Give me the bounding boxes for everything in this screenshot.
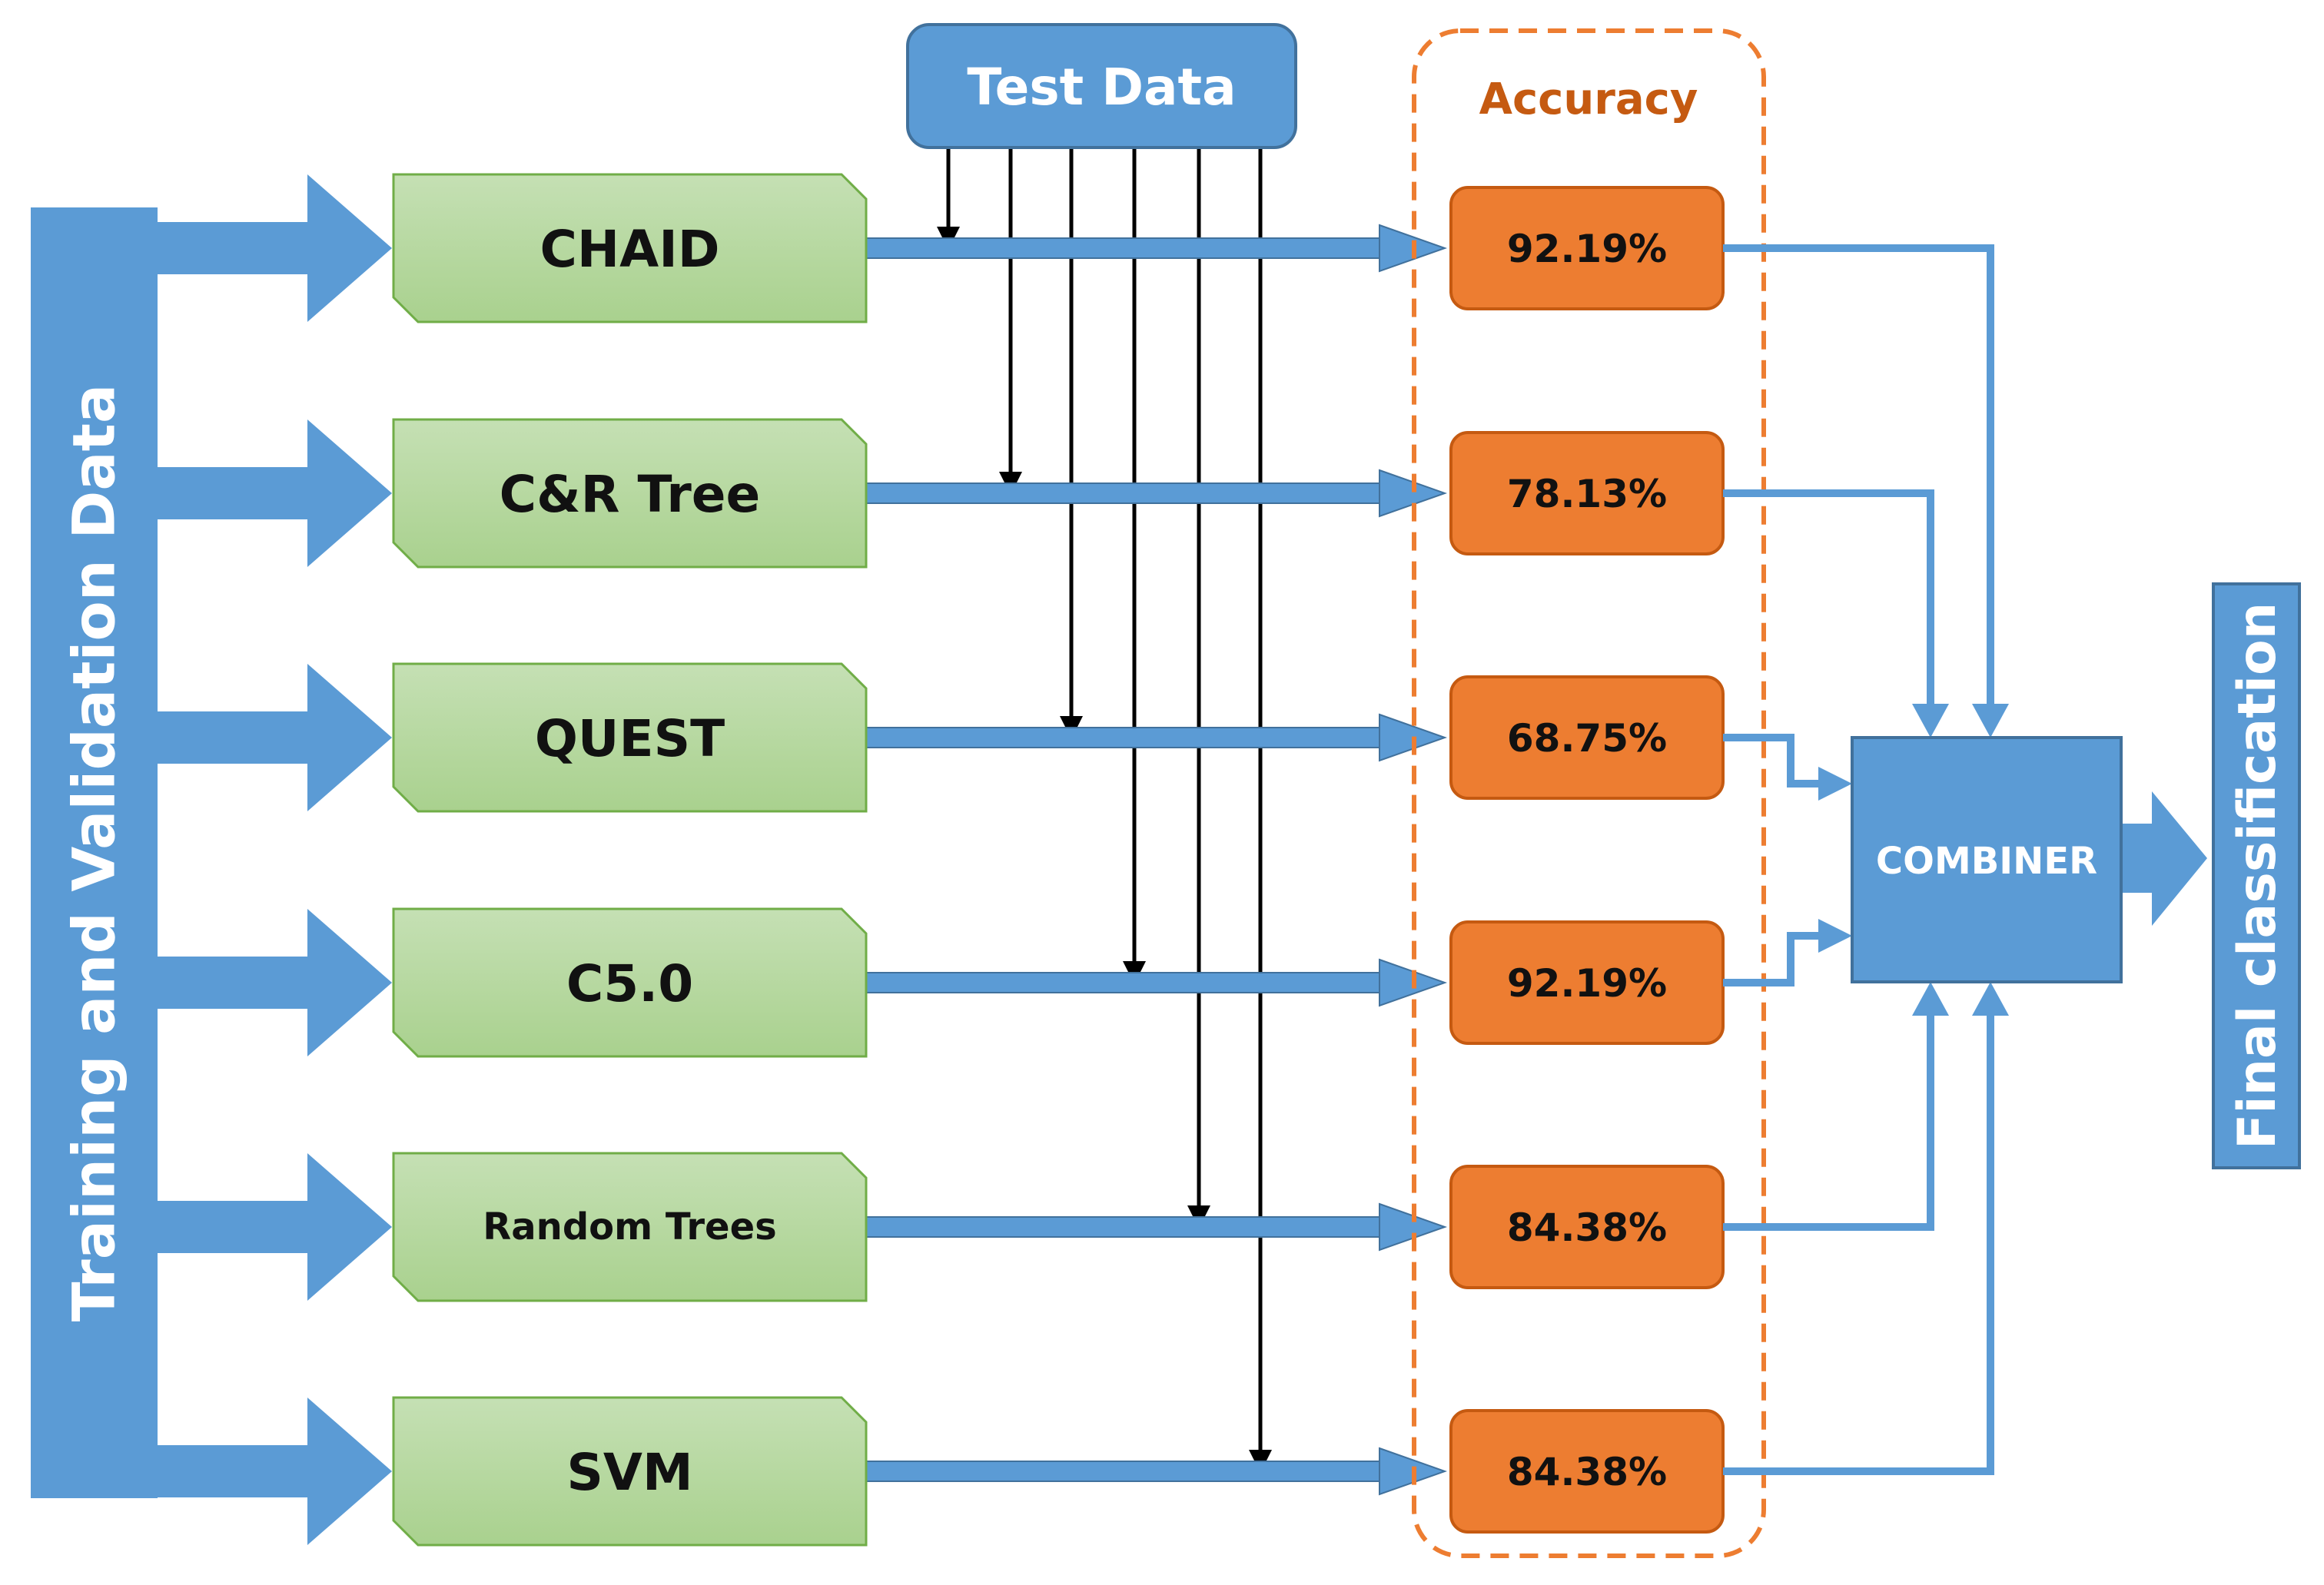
combiner-output-arrow <box>2118 791 2207 926</box>
training-branch-arrow-random-trees <box>156 1153 392 1301</box>
combiner-connector-c-r-tree <box>1723 489 1934 704</box>
combiner-arrowhead-svm <box>1972 982 2009 1016</box>
flow-line-random-trees <box>865 1216 1389 1238</box>
training-branch-arrow-c-r-tree <box>156 419 392 567</box>
model-box-chaid <box>392 173 868 323</box>
accuracy-to-combiner-lines <box>1723 244 2009 1475</box>
final-classification-box <box>2212 582 2301 1169</box>
training-branch-arrow-chaid <box>156 174 392 322</box>
final-classification: Final classification <box>2212 582 2301 1169</box>
model-box-c5-0 <box>392 907 868 1058</box>
combiner: COMBINER <box>1851 736 2207 983</box>
training-trunk-bar <box>31 207 158 1498</box>
combiner-arrowhead-c-r-tree <box>1912 704 1949 738</box>
combiner-arrowhead-quest <box>1818 767 1852 801</box>
accuracy-value-random-trees: 84.38% <box>1507 1205 1667 1250</box>
accuracy-value-quest: 68.75% <box>1507 716 1667 761</box>
flow-line-chaid <box>865 237 1389 259</box>
accuracy-value-chaid: 92.19% <box>1507 227 1667 271</box>
model-label-quest: QUEST <box>535 709 725 768</box>
model-box-c-r-tree <box>392 418 868 569</box>
test-data-connectors <box>937 148 1272 1473</box>
accuracy-value-c-r-tree: 78.13% <box>1507 472 1667 516</box>
training-validation-label: Training and Validation Data <box>60 384 128 1322</box>
model-box-random-trees <box>392 1152 868 1302</box>
test-data-box <box>906 23 1297 149</box>
accuracy-dashed-frame <box>1412 28 1766 1558</box>
training-validation-data: Training and Validation Data <box>31 174 392 1545</box>
accuracy-value-svm: 84.38% <box>1507 1450 1667 1494</box>
model-label-c-r-tree: C&R Tree <box>500 465 761 524</box>
combiner-arrowhead-c5-0 <box>1818 919 1852 953</box>
training-branch-arrow-svm <box>156 1398 392 1545</box>
combiner-connector-random-trees <box>1723 1016 1934 1231</box>
combiner-box <box>1851 736 2123 983</box>
flow-line-quest <box>865 727 1389 748</box>
training-branch-arrow-c5-0 <box>156 909 392 1056</box>
model-box-quest <box>392 662 868 813</box>
accuracy-title: Accuracy <box>1479 75 1698 124</box>
model-to-accuracy-lines <box>865 224 1448 1496</box>
flow-line-svm <box>865 1461 1389 1482</box>
test-data: Test Data <box>906 23 1297 149</box>
combiner-arrowhead-chaid <box>1972 704 2009 738</box>
combiner-arrowhead-random-trees <box>1912 982 1949 1016</box>
combiner-connector-svm <box>1723 1016 1994 1475</box>
model-box-svm <box>392 1396 868 1547</box>
combiner-label: COMBINER <box>1876 840 2097 883</box>
test-data-label: Test Data <box>967 58 1236 117</box>
flow-line-c5-0 <box>865 972 1389 993</box>
model-label-random-trees: Random Trees <box>483 1205 776 1248</box>
model-label-svm: SVM <box>566 1443 692 1502</box>
final-classification-label: Final classification <box>2227 602 2288 1149</box>
combiner-connector-c5-0 <box>1723 932 1818 986</box>
combiner-connector-chaid <box>1723 244 1994 704</box>
model-label-chaid: CHAID <box>540 220 719 279</box>
model-label-c5-0: C5.0 <box>566 954 693 1013</box>
combiner-connector-quest <box>1723 734 1818 788</box>
training-branch-arrow-quest <box>156 664 392 811</box>
accuracy-value-c5-0: 92.19% <box>1507 961 1667 1006</box>
flow-line-c-r-tree <box>865 482 1389 504</box>
accuracy-group: Accuracy 92.19% 78.13% 68.75% 92.19% 84.38% 8… <box>1412 28 1766 1558</box>
